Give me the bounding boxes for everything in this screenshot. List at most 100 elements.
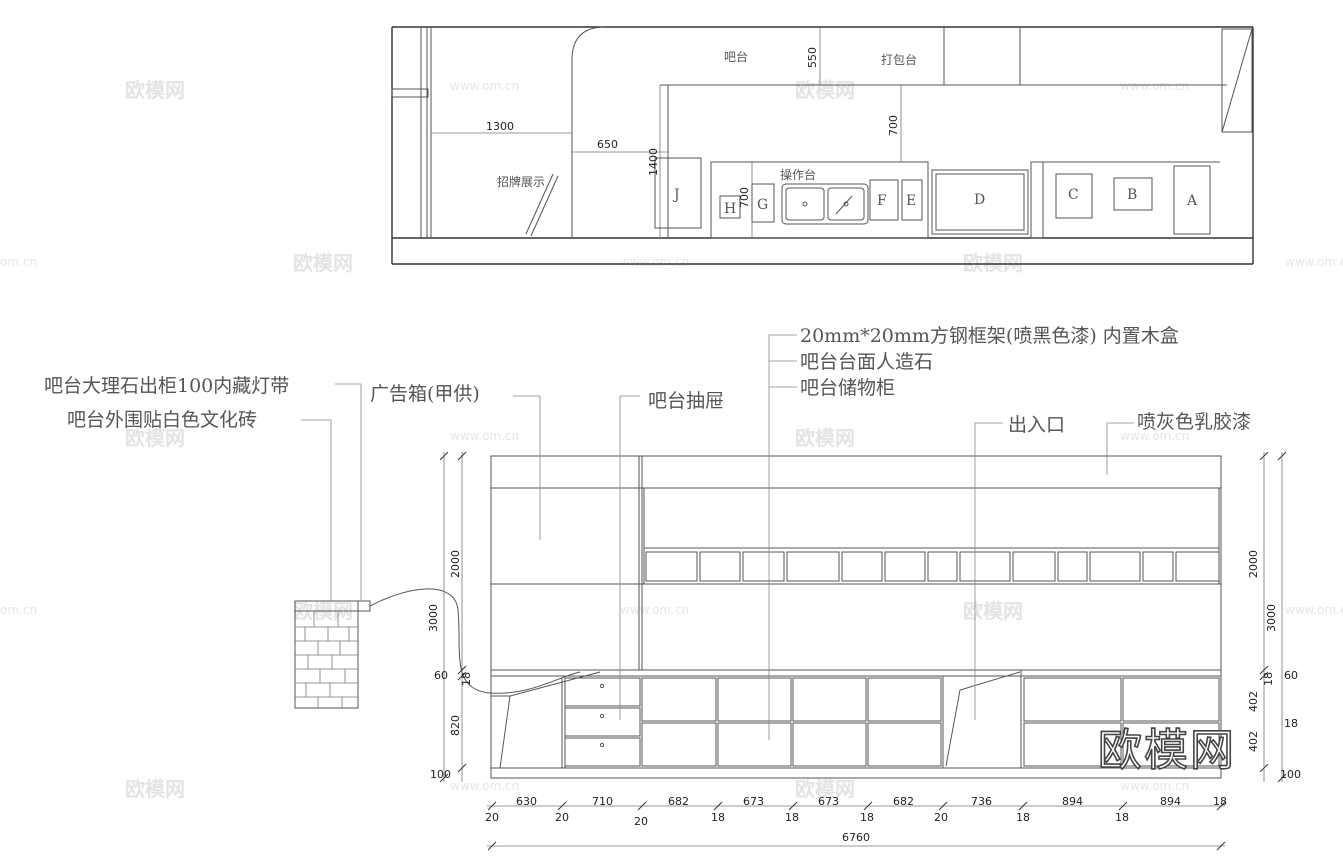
wood-box <box>1089 551 1141 582</box>
dim-tick <box>1277 773 1287 783</box>
watermark-layer: 欧模网 www.om.cn 欧模网 www.om.cn om.cn 欧模网 ww… <box>0 78 1343 801</box>
watermark-site: www.om.cn <box>450 79 519 93</box>
dim-right-60: 60 <box>1284 669 1298 682</box>
dim-gap-3: 20 <box>634 815 648 828</box>
watermark-mark: 欧模网 <box>795 426 855 450</box>
dim-tick <box>487 801 497 811</box>
dim-right-100: 100 <box>1280 768 1301 781</box>
dim-tick <box>457 451 467 461</box>
plan-box-d <box>931 169 1029 235</box>
elev-curve-left <box>499 671 601 769</box>
watermark-site: www.om.cn <box>620 603 689 617</box>
dim-tick <box>1259 671 1269 681</box>
plan-box-a <box>1173 165 1211 235</box>
dim-right-402-b: 402 <box>1247 731 1260 752</box>
drawer <box>564 737 641 767</box>
watermark-mark: 欧模网 <box>963 599 1023 623</box>
wood-box <box>1142 551 1174 582</box>
brick-pillar <box>294 600 371 709</box>
dim-tick <box>1118 801 1128 811</box>
dim-width-7: 736 <box>971 795 992 808</box>
drawer-knob <box>599 683 605 689</box>
dim-width-9: 894 <box>1160 795 1181 808</box>
wood-box <box>786 551 840 582</box>
dim-tick <box>487 841 497 851</box>
dim-tick <box>1216 801 1226 811</box>
watermark-site: www.om.cn <box>450 429 519 443</box>
dim-gap-5: 18 <box>785 811 799 824</box>
dim-1400: 1400 <box>647 148 660 176</box>
dim-1300: 1300 <box>486 120 514 133</box>
dim-tick <box>439 451 449 461</box>
plan-beam <box>391 88 429 98</box>
dim-tick <box>457 665 467 675</box>
dim-tick <box>1277 451 1287 461</box>
cabinet-door <box>717 677 792 722</box>
dim-tick <box>1259 665 1269 675</box>
dim-total: 6760 <box>842 831 870 844</box>
plan-drain <box>802 201 808 207</box>
dim-gap-2: 20 <box>555 811 569 824</box>
watermark-mark: 欧模网 <box>125 426 185 450</box>
watermark-mark: 欧模网 <box>125 78 185 102</box>
elev-outline <box>490 455 1222 779</box>
dim-width-5: 673 <box>818 795 839 808</box>
note-grey-paint: 喷灰色乳胶漆 <box>1137 411 1251 433</box>
watermark-mark: 欧模网 <box>125 777 185 801</box>
dim-tick <box>1216 841 1226 851</box>
note-ad-box: 广告箱(甲供) <box>370 383 480 405</box>
wood-box <box>841 551 883 582</box>
cabinet-door <box>717 722 792 767</box>
elevation: 吧台大理石出柜100内藏灯带 吧台外围贴白色文化砖 广告箱(甲供) 吧台抽屉 2… <box>44 325 1301 851</box>
dim-gap-7: 20 <box>934 811 948 824</box>
plan-letter-a: A <box>1186 193 1198 209</box>
wood-box <box>742 551 785 582</box>
bottom-ticks <box>487 801 1226 851</box>
dim-right-18: 18 <box>1262 672 1275 686</box>
plan-box-g <box>751 183 775 223</box>
floor-plan: 吧台 打包台 招牌展示 操作台 1300 650 550 700 1400 70… <box>391 26 1254 265</box>
plan-sign <box>530 175 559 237</box>
note-storage: 吧台储物柜 <box>800 377 895 399</box>
plan-cabinet-cross <box>1221 28 1253 133</box>
plan-box-c <box>1055 173 1093 219</box>
plan-sink-bowl <box>785 187 825 221</box>
watermark-site: om.cn <box>0 603 37 617</box>
plan-box-e <box>901 179 923 221</box>
dim-left-3000: 3000 <box>427 604 440 632</box>
dim-550: 550 <box>806 47 819 68</box>
dim-width-8: 894 <box>1062 795 1083 808</box>
watermark-mark: 欧模网 <box>963 251 1023 275</box>
watermark-site: www.om.cn <box>1120 79 1189 93</box>
dim-tick <box>439 773 449 783</box>
drawer <box>564 677 641 707</box>
leader-n5 <box>768 334 797 740</box>
watermark-site: www.om.cn <box>1120 779 1189 793</box>
dim-tick <box>788 801 798 811</box>
storage-cabinets <box>641 677 1220 767</box>
dim-width-6: 682 <box>893 795 914 808</box>
watermark-site: om.cn <box>0 255 37 269</box>
note-marble-counter: 吧台大理石出柜100内藏灯带 <box>44 375 289 397</box>
plan-letter-h: H <box>724 201 736 217</box>
note-drawer: 吧台抽屉 <box>648 390 724 412</box>
cabinet-door <box>1122 677 1220 722</box>
leader-n9 <box>1106 422 1134 475</box>
plan-faucet <box>835 195 853 215</box>
leader-n2 <box>301 419 332 601</box>
dim-tick <box>557 801 567 811</box>
wood-box <box>1057 551 1088 582</box>
dim-width-1: 630 <box>516 795 537 808</box>
dim-right-18-b: 18 <box>1284 717 1298 730</box>
dim-right-2000: 2000 <box>1247 550 1260 578</box>
plan-sink-bowl <box>827 187 865 221</box>
dim-700: 700 <box>887 115 900 136</box>
elev-wood-boxes <box>645 551 1220 582</box>
plan-label-sign: 招牌展示 <box>497 175 545 189</box>
wood-box <box>959 551 1011 582</box>
watermark-site: www.om.cn <box>620 255 689 269</box>
plan-box-d-inner <box>935 173 1025 231</box>
plan-sink <box>781 183 869 225</box>
drawer <box>564 707 641 737</box>
wood-box <box>1175 551 1220 582</box>
